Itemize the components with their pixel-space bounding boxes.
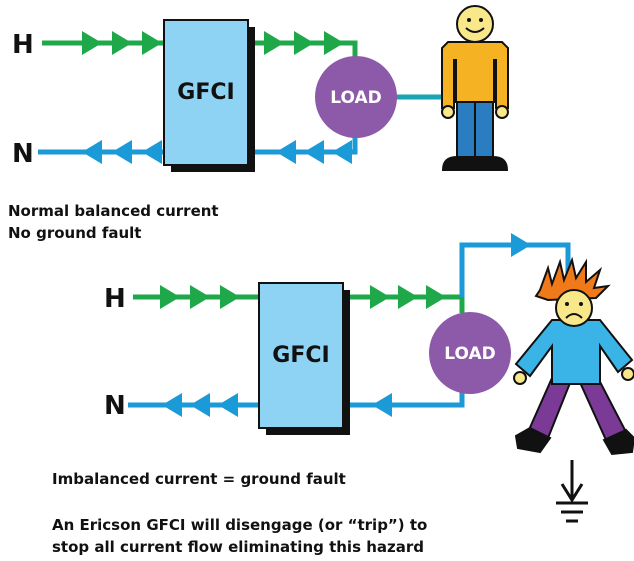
- load-label: LOAD: [330, 88, 382, 108]
- hot-current-arrows-fault: [160, 285, 446, 309]
- neutral-arrow: [142, 140, 162, 164]
- hot-label: H: [104, 284, 126, 314]
- neutral-label: N: [12, 139, 34, 169]
- hot-label: H: [12, 30, 34, 60]
- neutral-arrow: [218, 393, 238, 417]
- gfci-label: GFCI: [272, 343, 329, 368]
- person-shocked-icon: [513, 256, 634, 456]
- hot-arrow: [220, 285, 240, 309]
- neutral-current-arrows-normal: [82, 140, 352, 164]
- hot-arrow: [324, 31, 344, 55]
- person-happy-icon: [441, 5, 509, 171]
- gfci-device-normal: GFCI: [163, 19, 255, 172]
- load-label: LOAD: [444, 344, 496, 364]
- panel-fault: GFCI LOAD H N: [104, 233, 634, 523]
- neutral-arrow: [332, 140, 352, 164]
- neutral-arrow: [304, 140, 324, 164]
- hot-arrow: [370, 285, 390, 309]
- hot-arrow: [160, 285, 180, 309]
- hot-current-arrows-normal: [82, 31, 344, 55]
- caption-fault-line2: stop all current flow eliminating this h…: [52, 538, 425, 556]
- hot-arrow: [142, 31, 162, 55]
- hot-arrow: [112, 31, 132, 55]
- neutral-current-arrows-fault: [162, 393, 392, 417]
- neutral-arrow: [190, 393, 210, 417]
- caption-fault-main: Imbalanced current = ground fault: [52, 470, 346, 488]
- neutral-arrow: [162, 393, 182, 417]
- leak-arrow: [511, 233, 531, 257]
- hot-arrow: [426, 285, 446, 309]
- neutral-arrow: [112, 140, 132, 164]
- neutral-arrow: [276, 140, 296, 164]
- caption-fault-line1: An Ericson GFCI will disengage (or “trip…: [52, 516, 428, 534]
- caption-normal-line1: Normal balanced current: [8, 202, 219, 220]
- panel-normal: GFCI LOAD H N: [12, 5, 509, 172]
- hot-arrow: [398, 285, 418, 309]
- ground-symbol-icon: [556, 460, 588, 523]
- load-normal: LOAD: [315, 56, 397, 138]
- gfci-label: GFCI: [177, 80, 234, 105]
- caption-normal-line2: No ground fault: [8, 224, 142, 242]
- neutral-arrow: [82, 140, 102, 164]
- hot-arrow: [82, 31, 102, 55]
- hot-arrow: [190, 285, 210, 309]
- gfci-device-fault: GFCI: [258, 282, 350, 435]
- load-fault: LOAD: [429, 312, 511, 394]
- hot-arrow: [294, 31, 314, 55]
- hot-arrow: [264, 31, 284, 55]
- neutral-arrow: [372, 393, 392, 417]
- neutral-label: N: [104, 391, 126, 421]
